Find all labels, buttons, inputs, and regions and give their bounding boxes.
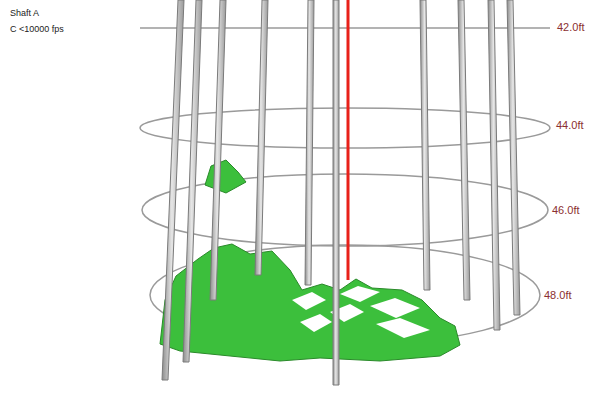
- depth-label: 42.0ft: [557, 21, 585, 33]
- depth-label: 46.0ft: [552, 204, 580, 216]
- ring-46: [142, 174, 548, 246]
- shaft-axis: [347, 0, 350, 280]
- depth-label: 44.0ft: [556, 119, 584, 131]
- velocity-threshold: C <10000 fps: [10, 24, 64, 34]
- depth-label: 48.0ft: [544, 289, 572, 301]
- anomaly-patch: [205, 160, 246, 193]
- anomaly-gaps: [292, 286, 430, 338]
- access-tubes: [162, 0, 520, 385]
- ring-44: [140, 108, 550, 148]
- shaft-name: Shaft A: [10, 8, 39, 18]
